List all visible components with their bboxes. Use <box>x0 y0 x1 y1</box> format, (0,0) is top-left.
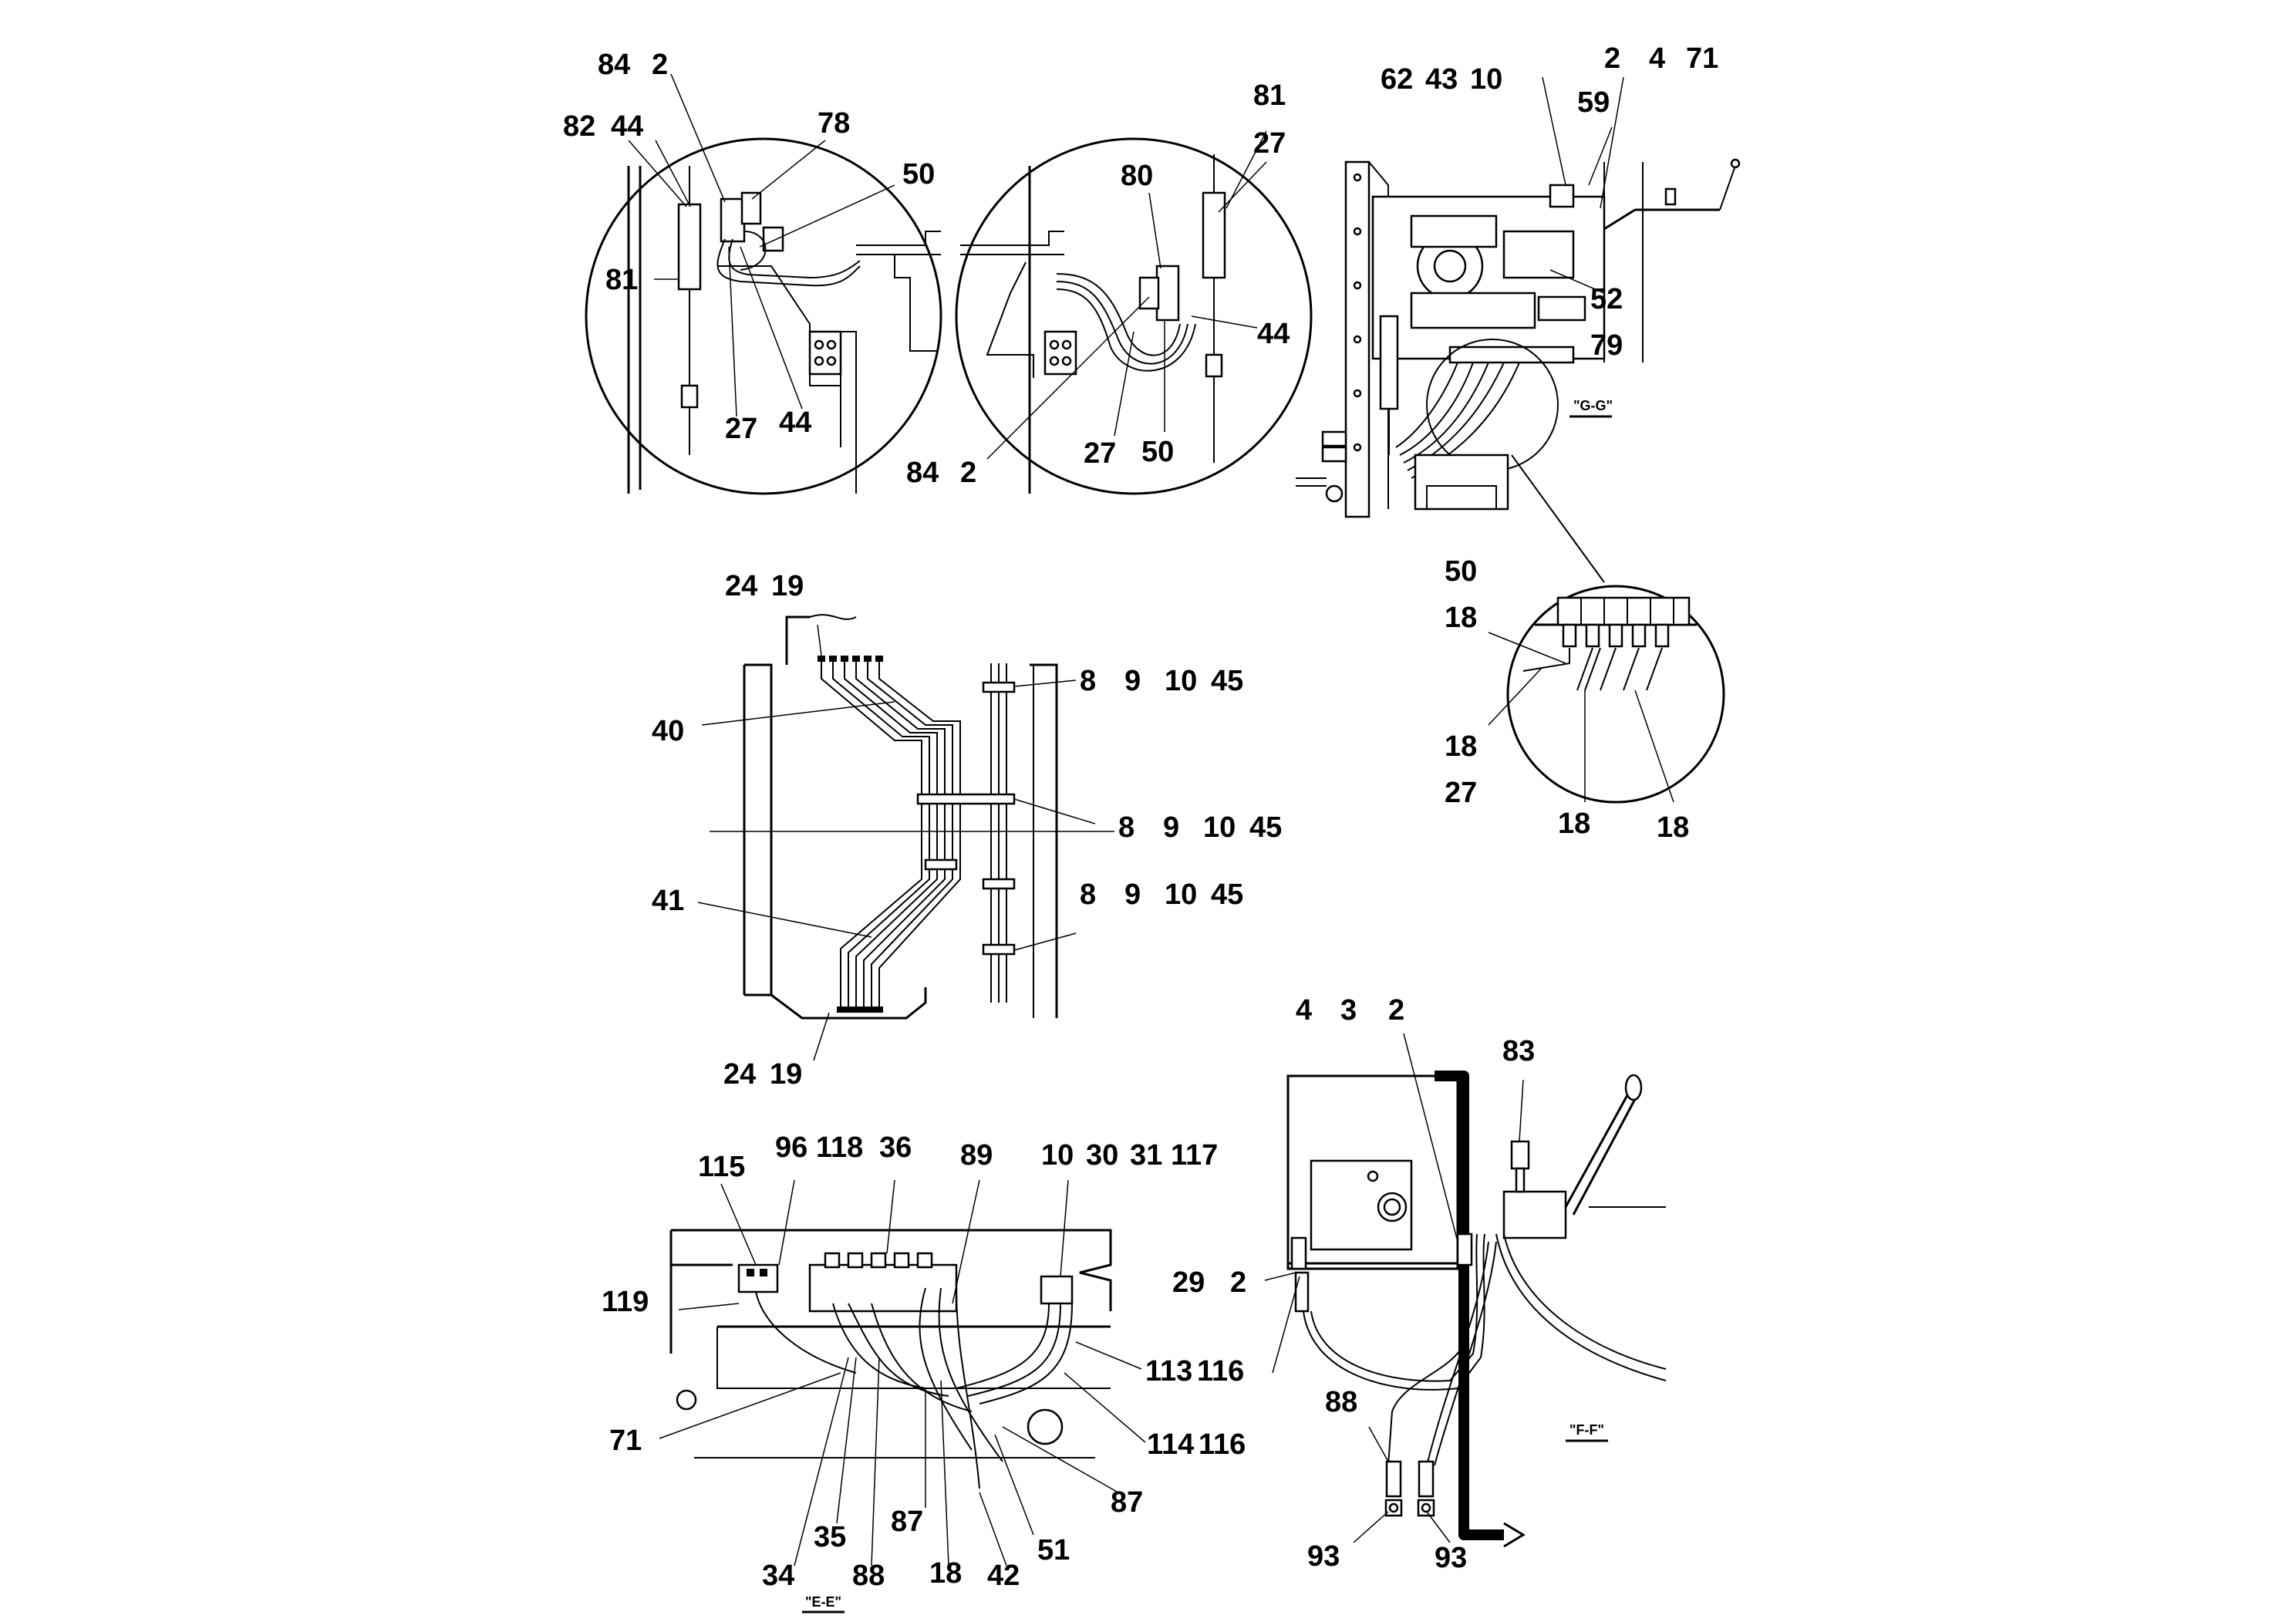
callout-50: 50 <box>902 158 935 191</box>
callout-41: 41 <box>652 885 684 917</box>
callout-10: 10 <box>1203 811 1236 844</box>
callout-117: 117 <box>1171 1139 1218 1172</box>
callout-71: 71 <box>609 1425 642 1457</box>
callout-10: 10 <box>1470 63 1502 96</box>
callout-83: 83 <box>1502 1035 1535 1067</box>
callout-81: 81 <box>1253 79 1286 112</box>
detail-circle-middle <box>955 137 1313 495</box>
callout-45: 45 <box>1211 878 1243 911</box>
callout-80: 80 <box>1121 160 1153 192</box>
callout-2: 2 <box>1388 994 1404 1027</box>
callout-88: 88 <box>852 1560 885 1592</box>
callout-115: 115 <box>698 1151 745 1183</box>
callout-9: 9 <box>1124 665 1141 697</box>
callout-24: 24 <box>723 1058 756 1091</box>
callout-8: 8 <box>1080 665 1096 697</box>
callout-116: 116 <box>1199 1428 1246 1461</box>
callout-50: 50 <box>1141 436 1174 468</box>
callout-87: 87 <box>891 1506 923 1538</box>
view-ff-assembly <box>1286 1071 1667 1548</box>
callout-62: 62 <box>1381 63 1413 96</box>
callout-27: 27 <box>725 413 757 445</box>
callout-42: 42 <box>987 1560 1020 1592</box>
callout-4: 4 <box>1296 994 1312 1027</box>
callout-19: 19 <box>770 1058 802 1091</box>
callout-10: 10 <box>1165 878 1197 911</box>
callout-18: 18 <box>1445 602 1477 634</box>
callout-78: 78 <box>818 107 850 140</box>
callouts: 84 2 82 44 78 50 81 27 44 81 27 80 44 84… <box>563 42 1718 1592</box>
view-label-gg: "G-G" <box>1573 398 1613 413</box>
callout-34: 34 <box>762 1560 794 1592</box>
callout-79: 79 <box>1590 329 1623 362</box>
callout-40: 40 <box>652 715 684 747</box>
callout-9: 9 <box>1163 811 1179 844</box>
callout-52: 52 <box>1590 283 1623 315</box>
callout-84: 84 <box>598 49 630 81</box>
bottom-fittings <box>837 1007 883 1013</box>
callout-44: 44 <box>779 406 811 439</box>
callout-93: 93 <box>1307 1540 1340 1573</box>
callout-18: 18 <box>1445 730 1477 763</box>
view-label-ff: "F-F" <box>1569 1422 1604 1438</box>
callout-93: 93 <box>1435 1542 1467 1574</box>
callout-82: 82 <box>563 110 595 143</box>
callout-35: 35 <box>814 1521 846 1553</box>
callout-113: 113 <box>1145 1355 1192 1388</box>
view-ee-assembly <box>669 1229 1112 1614</box>
callout-2: 2 <box>960 457 976 489</box>
callout-3: 3 <box>1340 994 1357 1027</box>
view-label-ee: "E-E" <box>805 1594 841 1610</box>
callout-30: 30 <box>1086 1139 1118 1172</box>
callout-10: 10 <box>1041 1139 1074 1172</box>
center-hose-routing <box>710 614 1114 1020</box>
detail-circle-fittings <box>1506 585 1725 804</box>
callout-44: 44 <box>1257 318 1290 350</box>
callout-96: 96 <box>775 1131 807 1164</box>
callout-2: 2 <box>1230 1266 1246 1299</box>
callout-81: 81 <box>605 264 638 296</box>
callout-10: 10 <box>1165 665 1197 697</box>
callout-27: 27 <box>1445 777 1477 809</box>
callout-36: 36 <box>879 1131 912 1164</box>
callout-84: 84 <box>906 457 939 489</box>
callout-24: 24 <box>725 570 757 602</box>
callout-19: 19 <box>771 570 804 602</box>
callout-45: 45 <box>1211 665 1243 697</box>
callout-89: 89 <box>960 1139 993 1172</box>
callout-2: 2 <box>652 49 668 81</box>
callout-44: 44 <box>611 110 643 143</box>
callout-114: 114 <box>1147 1428 1194 1461</box>
top-fittings <box>818 656 883 662</box>
callout-8: 8 <box>1118 811 1135 844</box>
callout-87: 87 <box>1111 1486 1143 1519</box>
view-gg-assembly <box>1296 158 1741 583</box>
callout-18: 18 <box>1558 808 1590 840</box>
callout-9: 9 <box>1124 878 1141 911</box>
callout-8: 8 <box>1080 878 1096 911</box>
callout-4: 4 <box>1649 42 1665 75</box>
callout-27: 27 <box>1084 437 1116 470</box>
callout-18: 18 <box>1657 811 1689 844</box>
callout-51: 51 <box>1037 1534 1070 1566</box>
leader-lines <box>628 73 1674 1566</box>
callout-71: 71 <box>1686 42 1718 75</box>
callout-18: 18 <box>929 1557 962 1590</box>
callout-31: 31 <box>1130 1139 1162 1172</box>
callout-118: 118 <box>816 1131 863 1164</box>
callout-119: 119 <box>602 1286 649 1318</box>
callout-59: 59 <box>1577 86 1610 119</box>
callout-45: 45 <box>1249 811 1282 844</box>
callout-88: 88 <box>1325 1386 1357 1418</box>
callout-116: 116 <box>1197 1355 1244 1388</box>
callout-29: 29 <box>1172 1266 1205 1299</box>
callout-27: 27 <box>1253 127 1286 160</box>
detail-circle-left <box>585 137 942 495</box>
callout-50: 50 <box>1445 555 1477 588</box>
callout-43: 43 <box>1425 63 1458 96</box>
callout-2: 2 <box>1604 42 1620 75</box>
